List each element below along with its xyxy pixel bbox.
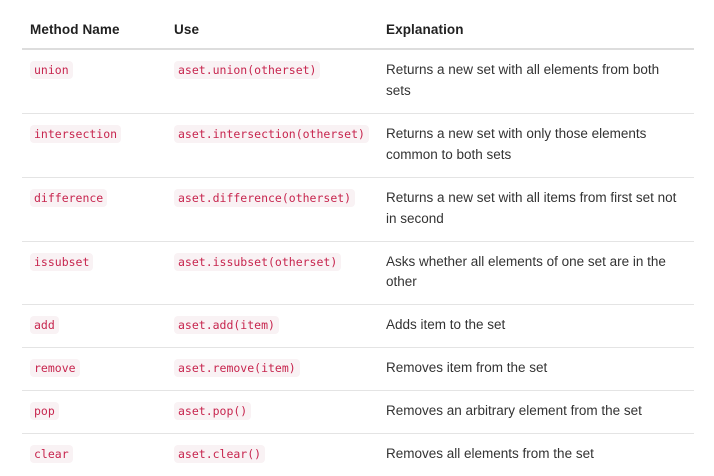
use-cell: aset.difference(otherset) bbox=[166, 176, 378, 242]
use-cell: aset.pop() bbox=[166, 390, 378, 434]
use-code: aset.union(otherset) bbox=[174, 61, 321, 79]
method-name-code: clear bbox=[30, 445, 73, 464]
table-header: Method Name Use Explanation bbox=[22, 22, 694, 50]
table-row: intersection aset.intersection(otherset)… bbox=[22, 112, 694, 178]
method-name-cell: intersection bbox=[22, 112, 166, 178]
method-name-code: union bbox=[30, 61, 73, 79]
explanation-cell: Returns a new set with all items from fi… bbox=[378, 176, 694, 242]
table-row: union aset.union(otherset) Returns a new… bbox=[22, 49, 694, 113]
table-row: remove aset.remove(item) Removes item fr… bbox=[22, 347, 694, 391]
explanation-cell: Removes an arbitrary element from the se… bbox=[378, 390, 694, 434]
use-code: aset.issubset(otherset) bbox=[174, 252, 342, 271]
table-header-row: Method Name Use Explanation bbox=[22, 22, 694, 50]
use-cell: aset.issubset(otherset) bbox=[166, 240, 378, 305]
explanation-cell: Returns a new set with all elements from… bbox=[386, 62, 660, 98]
explanation-cell: Returns a new set with only those elemen… bbox=[378, 112, 694, 178]
method-name-code: difference bbox=[30, 188, 108, 207]
use-code: aset.remove(item) bbox=[174, 359, 300, 378]
method-name-code: pop bbox=[30, 402, 59, 421]
method-name-code: remove bbox=[30, 359, 80, 378]
table-row: pop aset.pop() Removes an arbitrary elem… bbox=[22, 390, 694, 434]
use-cell: aset.remove(item) bbox=[166, 347, 378, 391]
table-body: union aset.union(otherset) Returns a new… bbox=[22, 49, 694, 476]
column-header-method-name: Method Name bbox=[22, 22, 166, 50]
column-header-explanation: Explanation bbox=[378, 22, 694, 50]
python-set-methods-table: Method Name Use Explanation union aset.u… bbox=[22, 22, 694, 476]
method-name-cell: union bbox=[22, 49, 166, 113]
use-code: aset.add(item) bbox=[174, 316, 279, 335]
table-row: difference aset.difference(otherset) Ret… bbox=[22, 176, 694, 242]
column-header-use: Use bbox=[166, 22, 378, 50]
method-name-cell: remove bbox=[22, 347, 166, 391]
use-code: aset.clear() bbox=[174, 445, 266, 464]
method-name-code: issubset bbox=[30, 252, 94, 271]
method-name-cell: issubset bbox=[22, 240, 166, 305]
explanation-cell: Removes item from the set bbox=[378, 347, 694, 391]
method-name-cell: clear bbox=[22, 433, 166, 476]
use-cell: aset.clear() bbox=[166, 433, 378, 476]
table-row: clear aset.clear() Removes all elements … bbox=[22, 433, 694, 476]
use-code: aset.intersection(otherset) bbox=[174, 124, 369, 143]
method-name-cell: difference bbox=[22, 176, 166, 242]
method-name-code: add bbox=[30, 316, 59, 335]
use-code: aset.pop() bbox=[174, 402, 252, 421]
explanation-cell: Asks whether all elements of one set are… bbox=[378, 240, 694, 305]
use-cell: aset.union(otherset) bbox=[166, 49, 378, 113]
method-name-cell: pop bbox=[22, 390, 166, 434]
explanation-cell: Removes all elements from the set bbox=[378, 433, 694, 476]
table-row: add aset.add(item) Adds item to the set bbox=[22, 304, 694, 348]
explanation-cell: Adds item to the set bbox=[378, 304, 694, 348]
method-name-cell: add bbox=[22, 304, 166, 348]
use-code: aset.difference(otherset) bbox=[174, 188, 356, 207]
use-cell: aset.intersection(otherset) bbox=[166, 112, 378, 178]
method-name-code: intersection bbox=[30, 124, 122, 143]
use-cell: aset.add(item) bbox=[166, 304, 378, 348]
table-row: issubset aset.issubset(otherset) Asks wh… bbox=[22, 240, 694, 305]
